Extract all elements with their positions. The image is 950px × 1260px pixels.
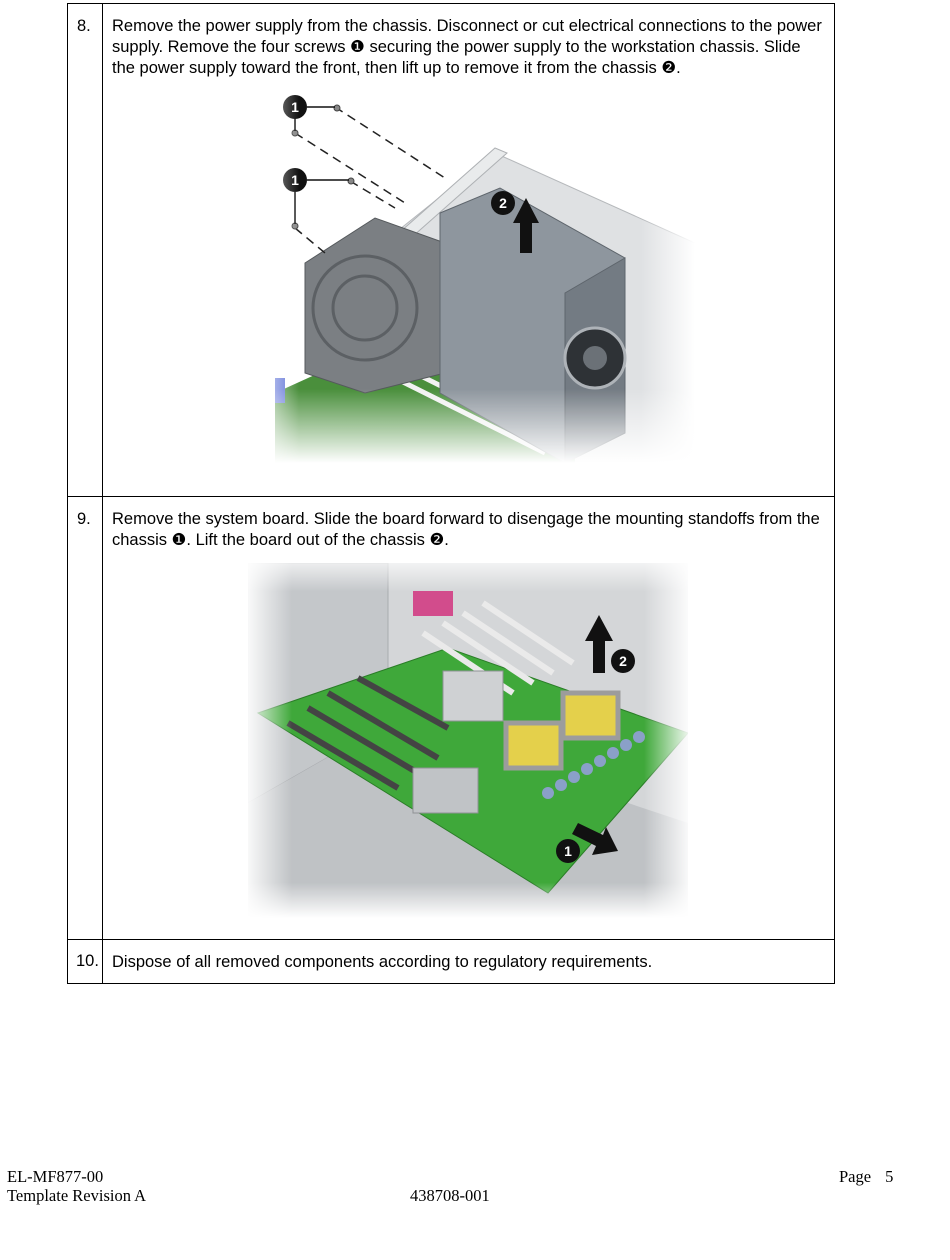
step-number: 9. [67,496,103,940]
step-text: Dispose of all removed components accord… [112,953,653,971]
procedure-table: 8. Remove the power supply from the chas… [67,3,835,984]
step-content: Dispose of all removed components accord… [102,939,835,984]
step-number: 10. [67,939,103,984]
system-board-removal-illustration: 1 2 [248,563,688,918]
page-number: 5 [885,1167,894,1186]
step-content: Remove the system board. Slide the board… [102,496,835,940]
footer-template-revision: Template Revision A [7,1186,147,1205]
step-row-9: 9. Remove the system board. Slide the bo… [67,496,835,940]
step-text: Remove the system board. Slide the board… [112,510,820,549]
step-number: 8. [67,3,103,497]
power-supply-removal-illustration: 1 1 2 [245,93,695,463]
footer-page: Page 5 [839,1167,893,1186]
footer-left: EL-MF877-00 Template Revision A [7,1167,146,1205]
step-row-10: 10. Dispose of all removed components ac… [67,939,835,984]
footer-part-number: 438708-001 [410,1186,490,1205]
step-content: Remove the power supply from the chassis… [102,3,835,497]
step-row-8: 8. Remove the power supply from the chas… [67,3,835,497]
page-label: Page [839,1167,872,1186]
footer-doc-id: EL-MF877-00 [7,1167,104,1186]
step-text: Remove the power supply from the chassis… [112,17,822,77]
